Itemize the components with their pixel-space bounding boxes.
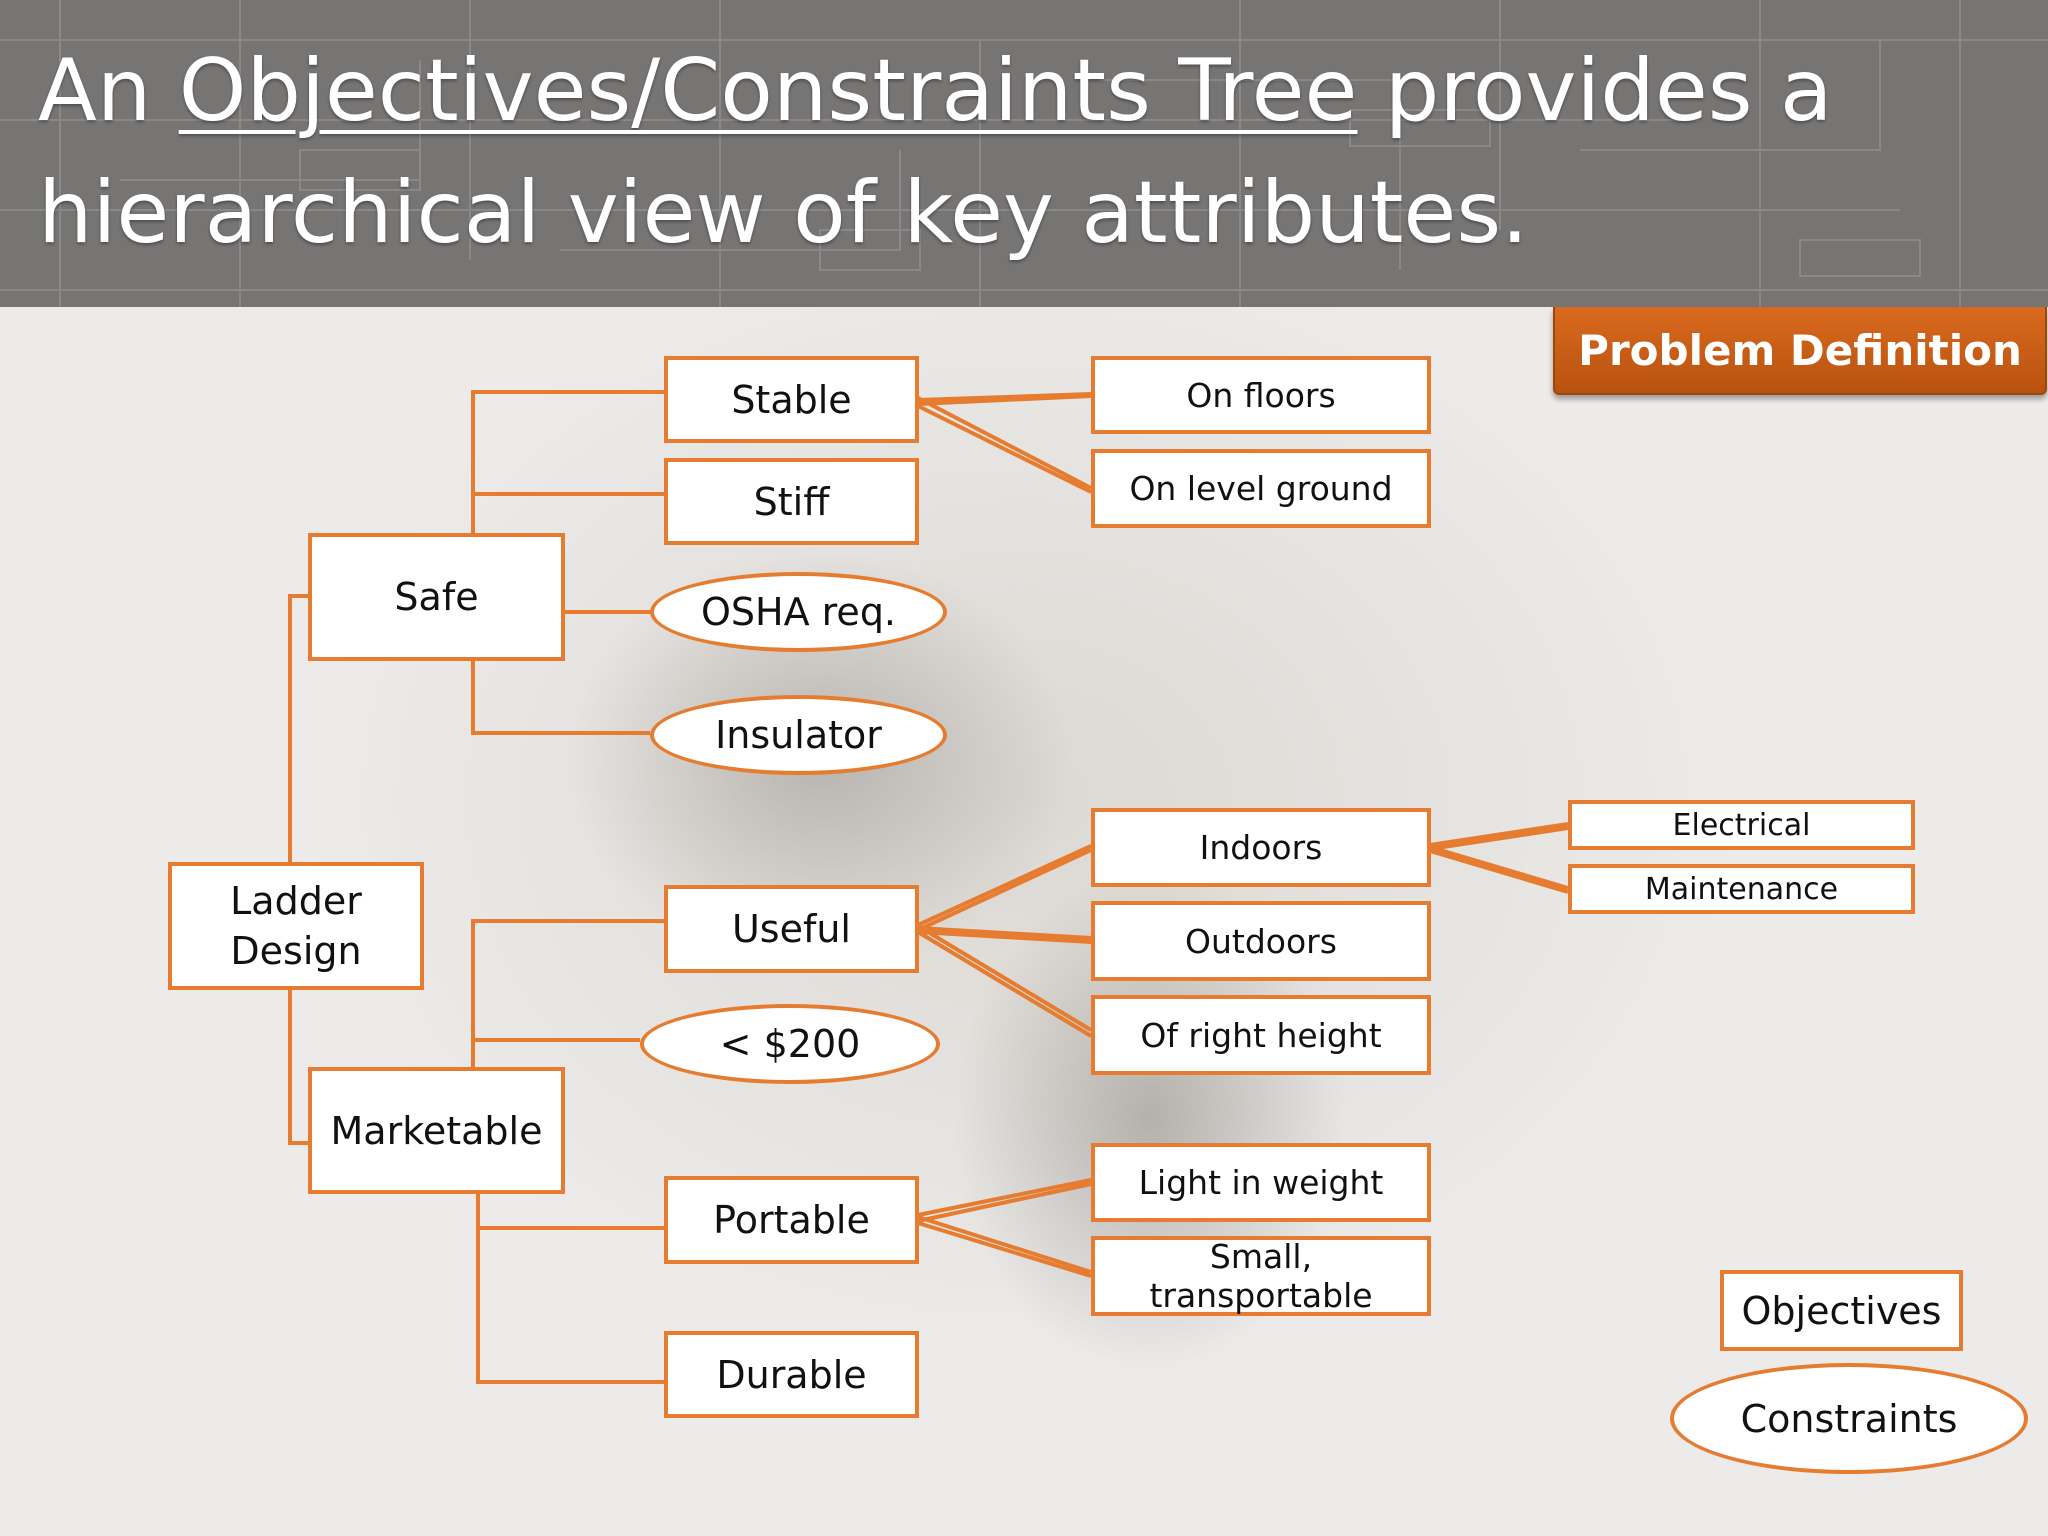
- node-indoors: Indoors: [1091, 808, 1431, 887]
- page-title: An Objectives/Constraints Tree provides …: [38, 30, 1938, 274]
- node-safe: Safe: [308, 533, 565, 661]
- title-prefix: An: [38, 41, 152, 141]
- node-ladder-design: Ladder Design: [168, 862, 424, 990]
- connector-safe-insulator: [471, 661, 650, 735]
- connector-portable-fan: [917, 1178, 1092, 1278]
- problem-definition-badge: Problem Definition: [1553, 307, 2047, 395]
- connector-marketable-lower: [476, 1194, 664, 1384]
- connector-useful-fan: [916, 844, 1093, 1038]
- constraint-under-200: < $200: [640, 1004, 940, 1084]
- node-useful: Useful: [664, 885, 919, 973]
- node-on-floors: On floors: [1091, 356, 1431, 434]
- node-stable: Stable: [664, 356, 919, 443]
- legend-constraints: Constraints: [1670, 1363, 2028, 1474]
- connector-root-marketable: [288, 990, 308, 1145]
- node-of-right-height: Of right height: [1091, 995, 1431, 1075]
- node-durable: Durable: [664, 1331, 919, 1418]
- node-portable: Portable: [664, 1176, 919, 1264]
- node-maintenance: Maintenance: [1568, 864, 1915, 914]
- constraint-osha-req: OSHA req.: [650, 572, 947, 652]
- title-suffix: provides a hierarchical view of key attr…: [38, 41, 1833, 263]
- connector-stable-fan: [917, 392, 1092, 494]
- circuit-pattern: [0, 0, 2048, 307]
- node-on-level-ground: On level ground: [1091, 449, 1431, 528]
- connector-root-safe: [288, 594, 308, 862]
- title-banner: An Objectives/Constraints Tree provides …: [0, 0, 2048, 307]
- legend-objectives: Objectives: [1720, 1270, 1963, 1351]
- node-small-transportable: Small, transportable: [1091, 1236, 1431, 1316]
- node-light-in-weight: Light in weight: [1091, 1143, 1431, 1222]
- node-outdoors: Outdoors: [1091, 901, 1431, 981]
- constraint-insulator: Insulator: [650, 695, 947, 775]
- connector-indoors-fan: [1429, 822, 1569, 894]
- node-marketable: Marketable: [308, 1067, 565, 1194]
- node-electrical: Electrical: [1568, 800, 1915, 850]
- node-stiff: Stiff: [664, 458, 919, 545]
- connector-marketable-branch: [471, 919, 664, 1067]
- connector-safe-branch: [471, 390, 664, 533]
- title-underlined-term: Objectives/Constraints Tree: [178, 41, 1358, 141]
